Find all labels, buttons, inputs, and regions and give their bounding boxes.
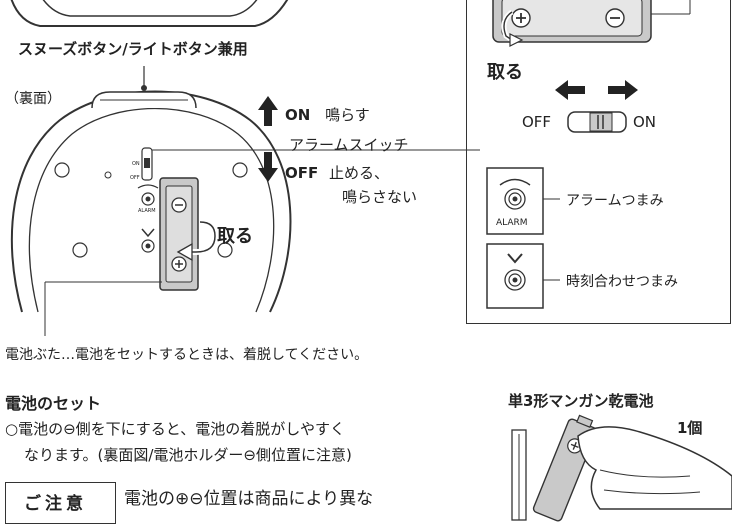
on-instruction: ON 鳴らす [285,104,370,125]
clock-front-illustration [10,0,289,27]
small-alarm-label: ALARM [138,208,156,214]
panel-illustrations [486,0,691,309]
small-off-label: OFF [130,175,140,181]
caution-text: 電池の⊕⊖位置は商品により異な [124,489,374,509]
battery-count: 1個 [677,419,703,437]
off-desc1: 止める、 [329,164,390,182]
switch-off-label: OFF [522,113,552,131]
back-view-label: （裏面） [5,91,61,107]
switch-knob-panel [466,0,731,324]
off-instruction: OFF 止める、 [285,162,389,183]
alarm-icon-text: ALARM [496,218,528,228]
small-on-label: ON [132,161,140,167]
battery-hand-illustration [511,414,732,522]
clock-back-illustration [10,66,480,336]
alarm-knob-label: アラームつまみ [566,193,664,209]
off-desc2: 鳴らさない [342,188,418,206]
switch-on-label: ON [633,113,657,131]
battery-line2: なります。(裏面図/電池ホルダー⊖側位置に注意) [24,446,352,464]
battery-cover-note: 電池ぶた…電池をセットするときは、着脱してください。 [5,347,369,363]
panel-remove-label: 取る [487,62,523,83]
off-word: OFF [285,164,319,182]
on-desc: 鳴らす [325,106,370,124]
time-knob-label: 時刻合わせつまみ [566,274,678,290]
snooze-button-label: スヌーズボタン/ライトボタン兼用 [18,40,248,58]
alarm-switch-label: アラームスイッチ [289,136,409,154]
remove-cover-label: 取る [217,226,253,247]
battery-heading: 電池のセット [5,394,102,413]
battery-line1: ○電池の⊖側を下にすると、電池の着脱がしやすく [5,420,346,438]
battery-type: 単3形マンガン乾電池 [508,392,654,410]
on-word: ON [285,106,311,124]
